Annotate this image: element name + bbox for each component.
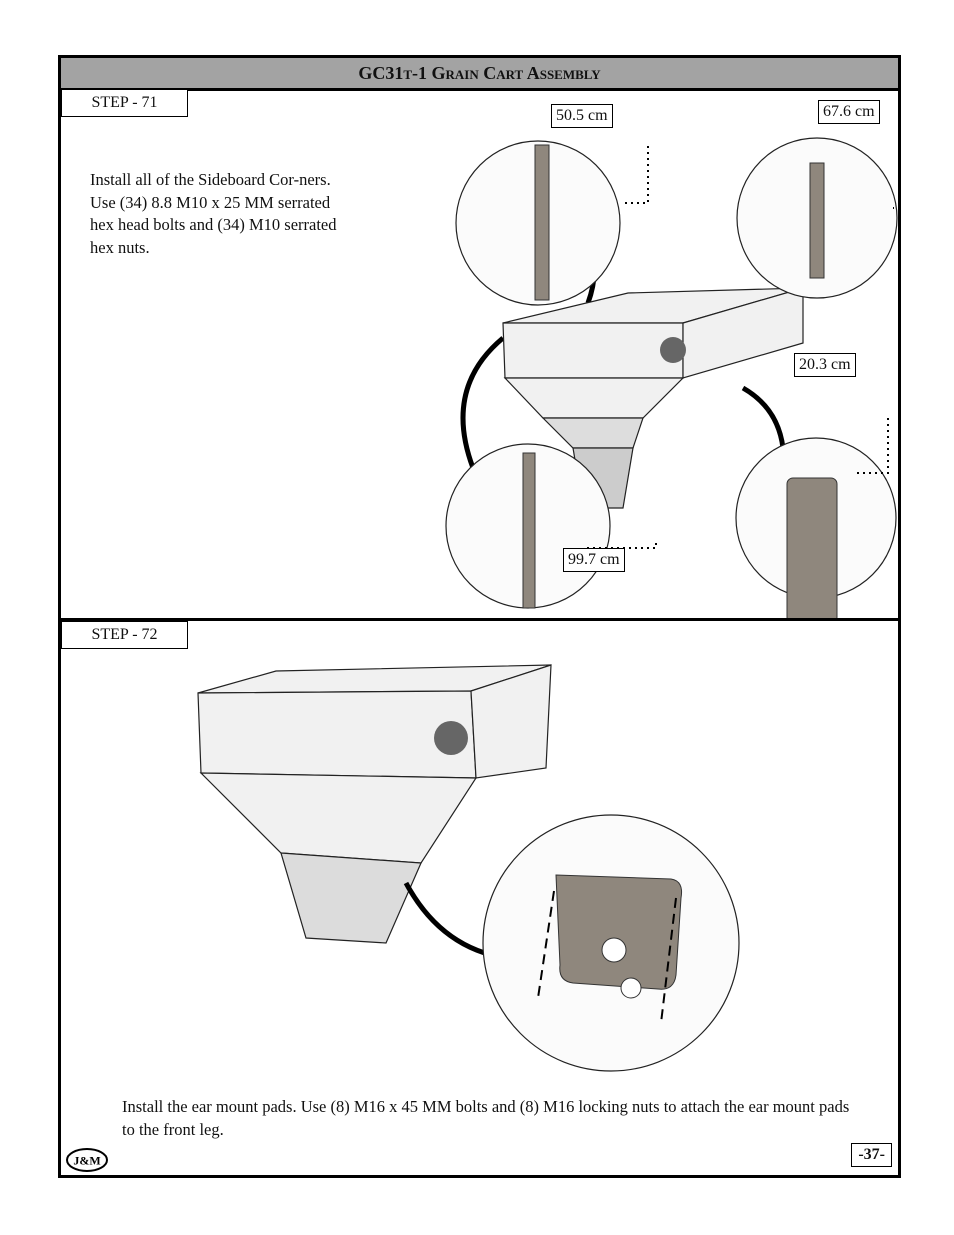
- measurement-label-3: 20.3 cm: [794, 353, 856, 377]
- page-number: -37-: [851, 1143, 892, 1167]
- measurement-label-1: 50.5 cm: [551, 104, 613, 128]
- measurement-label-4: 99.7 cm: [563, 548, 625, 572]
- step-72-illustration: [197, 664, 740, 1072]
- step-71-illustration: [445, 137, 903, 618]
- measurement-label-2: 67.6 cm: [818, 100, 880, 124]
- logo-text: J&M: [73, 1154, 100, 1168]
- page-frame: GC31t-1 Grain Cart Assembly STEP - 71 In…: [58, 55, 903, 1178]
- step-71-label: STEP - 71: [61, 89, 188, 117]
- step-71-instructions: Install all of the Sideboard Cor-ners. U…: [90, 170, 337, 257]
- page-title: GC31t-1 Grain Cart Assembly: [61, 58, 898, 91]
- jm-logo-icon: J&M: [66, 1148, 108, 1172]
- step-72-instructions: Install the ear mount pads. Use (8) M16 …: [122, 1097, 850, 1139]
- step-72-label: STEP - 72: [61, 621, 188, 649]
- section-divider: [61, 618, 898, 621]
